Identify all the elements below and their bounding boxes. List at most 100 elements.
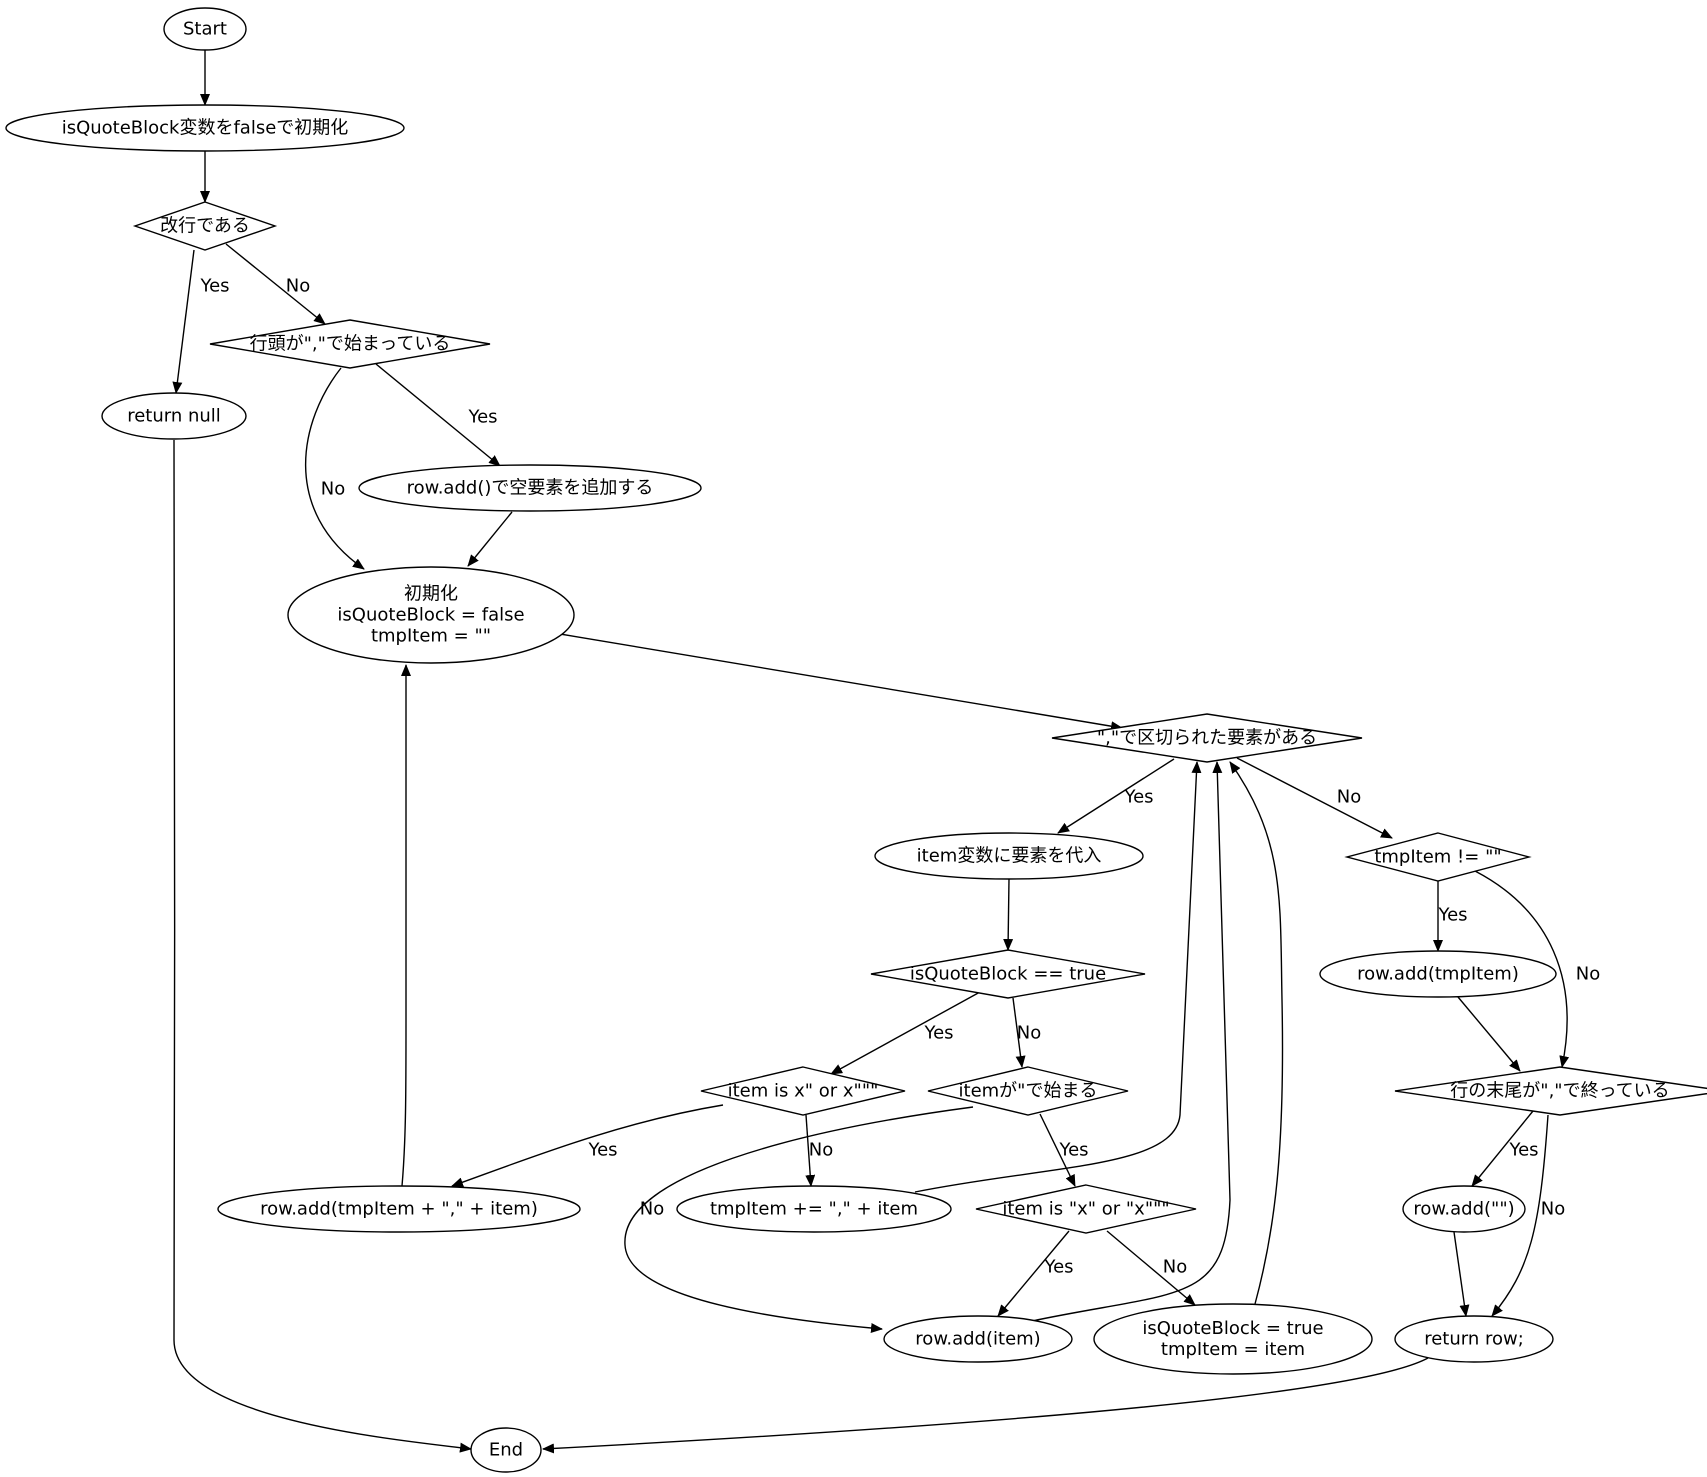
edge-label: Yes (923, 1023, 953, 1044)
node-start: Start (163, 7, 247, 51)
edge-add-empty-to-init-vars (467, 511, 513, 567)
edge-set-quote-block-to-has-element (1229, 761, 1284, 1305)
node-is-newline: 改行である (132, 201, 278, 251)
node-label: row.add(tmpItem) (1357, 964, 1519, 985)
edge-line (451, 1104, 724, 1187)
edge-line (375, 363, 501, 467)
node-label: row.add(tmpItem + "," + item) (260, 1199, 538, 1220)
edge-line (1491, 1114, 1549, 1317)
edge-line (1039, 1113, 1076, 1187)
edge-line-ends-comma-to-return-row: No (1491, 1114, 1565, 1317)
process-ellipse (163, 7, 247, 51)
edge-label: Yes (1508, 1140, 1538, 1161)
node-label: isQuoteBlock変数をfalseで初期化 (62, 118, 349, 139)
node-add-empty: row.add()で空要素を追加する (358, 464, 702, 512)
node-label: ","で区切られた要素がある (1097, 728, 1317, 749)
node-label: item変数に要素を代入 (917, 846, 1102, 867)
edge-add-empty-string-to-return-row (1453, 1231, 1470, 1317)
edge-assign-item-to-is-quote-block (1003, 878, 1014, 951)
node-label: 行頭が","で始まっている (250, 334, 451, 355)
node-label: isQuoteBlock = true (1142, 1318, 1323, 1339)
edge-line-ends-comma-to-add-empty-string: Yes (1471, 1110, 1539, 1187)
edge-line (1012, 997, 1026, 1068)
node-label: tmpItem = item (1161, 1339, 1305, 1360)
edge-label: Yes (1437, 905, 1467, 926)
process-ellipse (883, 1315, 1073, 1363)
node-item-quoted: item is "x" or "x""" (975, 1184, 1197, 1234)
node-label: 行の末尾が","で終っている (1450, 1081, 1669, 1102)
edge-item-quoted-to-set-quote-block: No (1106, 1230, 1196, 1306)
node-line-ends-comma: 行の末尾が","で終っている (1394, 1066, 1707, 1116)
node-label: isQuoteBlock = false (337, 605, 524, 626)
process-ellipse (217, 1185, 581, 1233)
node-label: End (489, 1440, 523, 1461)
process-ellipse (874, 832, 1144, 880)
edge-is-quote-block-to-item-starts-quote: No (1012, 997, 1041, 1068)
edge-line (1457, 996, 1521, 1072)
node-item-starts-quote: itemが"で始まる (927, 1066, 1129, 1116)
edge-label: No (1017, 1023, 1041, 1044)
edge-add-tmpitem-to-line-ends-comma (1457, 996, 1521, 1072)
node-has-element: ","で区切られた要素がある (1051, 713, 1363, 763)
decision-diamond (975, 1184, 1197, 1234)
decision-diamond (927, 1066, 1129, 1116)
edge-item-starts-quote-to-item-quoted: Yes (1039, 1113, 1089, 1187)
edge-line (805, 1114, 816, 1187)
process-ellipse (1093, 1303, 1373, 1375)
edge-label: No (1163, 1257, 1187, 1278)
edge-return-null-to-end (173, 439, 472, 1453)
edge-label: No (286, 276, 310, 297)
decision-diamond (1344, 832, 1532, 882)
node-label: return null (127, 406, 221, 427)
node-return-null: return null (101, 392, 247, 440)
node-add-item: row.add(item) (883, 1315, 1073, 1363)
node-add-tmpitem: row.add(tmpItem) (1319, 950, 1557, 998)
edge-line (401, 664, 411, 1187)
edge-add-tmpitem-item-to-init-vars (401, 664, 411, 1187)
edge-line (225, 243, 326, 325)
edge-line (1057, 758, 1175, 834)
node-tmpitem-nonempty: tmpItem != "" (1344, 832, 1532, 882)
edge-line (1471, 1110, 1534, 1187)
edge-tmpitem-nonempty-to-line-ends-comma: No (1474, 870, 1600, 1068)
edge-label: No (1541, 1199, 1565, 1220)
node-label: return row; (1424, 1329, 1524, 1350)
edge-line (1236, 757, 1393, 839)
edge-line (1229, 761, 1284, 1305)
node-return-row: return row; (1394, 1315, 1554, 1363)
edge-line (1106, 1230, 1196, 1306)
edge-line (1003, 878, 1014, 951)
node-add-empty-string: row.add("") (1402, 1185, 1526, 1233)
edge-line (830, 991, 981, 1075)
node-label: row.add()で空要素を追加する (407, 478, 654, 499)
decision-diamond (209, 319, 491, 369)
node-label: item is "x" or "x""" (1002, 1199, 1169, 1220)
node-label: row.add(item) (915, 1329, 1040, 1350)
edge-label: No (640, 1199, 664, 1220)
process-ellipse (101, 392, 247, 440)
process-ellipse (470, 1427, 542, 1473)
process-ellipse (1402, 1185, 1526, 1233)
edge-line (559, 633, 1123, 732)
edge-label: Yes (587, 1140, 617, 1161)
process-ellipse (1394, 1315, 1554, 1363)
edge-line (305, 367, 365, 570)
edge-line (173, 439, 472, 1453)
edge-is-newline-to-return-null: Yes (172, 249, 230, 394)
decision-diamond (1051, 713, 1363, 763)
edge-label: No (809, 1140, 833, 1161)
node-label: tmpItem = "" (371, 626, 491, 647)
decision-diamond (700, 1066, 906, 1116)
edge-label: Yes (199, 276, 229, 297)
node-label: isQuoteBlock == true (910, 964, 1106, 985)
node-label: 初期化 (404, 584, 458, 605)
edge-label: No (1576, 964, 1600, 985)
node-label: row.add("") (1413, 1199, 1514, 1220)
process-ellipse (358, 464, 702, 512)
edge-item-ends-quote-to-append-tmpitem: No (805, 1114, 833, 1187)
edge-item-starts-quote-to-add-item: No (624, 1106, 974, 1334)
node-end: End (470, 1427, 542, 1473)
node-label: itemが"で始まる (959, 1081, 1098, 1102)
